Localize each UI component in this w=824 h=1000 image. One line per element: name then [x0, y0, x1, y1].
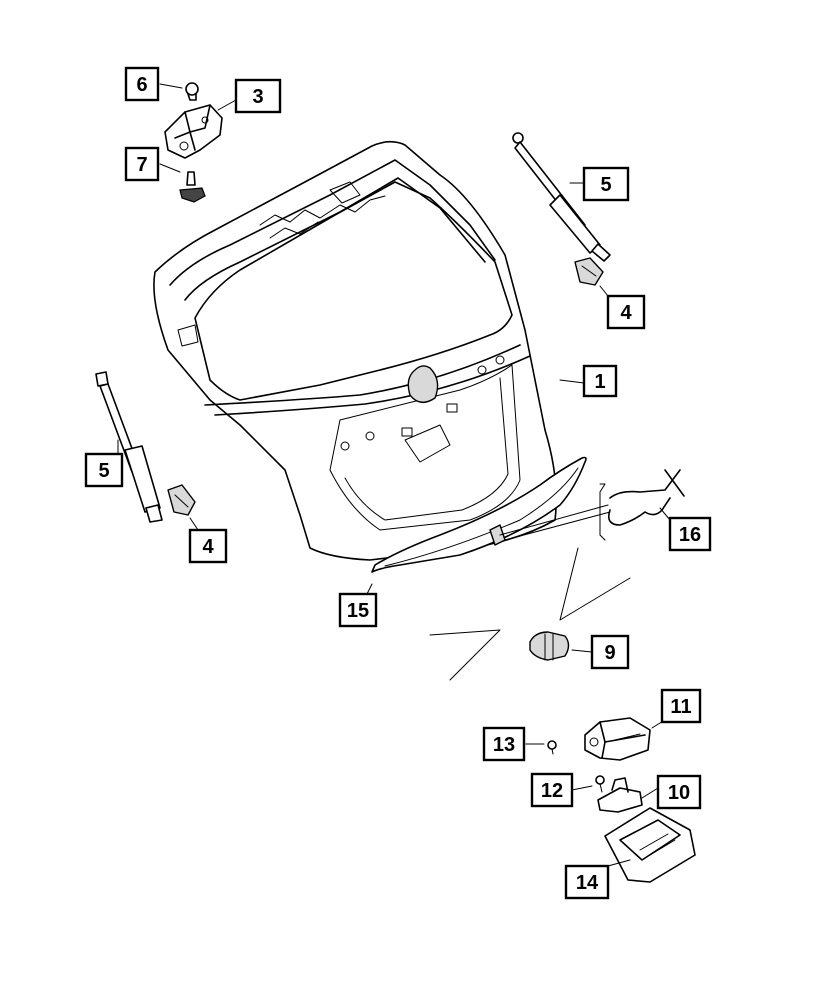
callout-label: 4: [202, 536, 214, 558]
callout-1: 1: [582, 364, 618, 398]
callout-15: 15: [338, 592, 378, 628]
release-switch: [529, 631, 570, 661]
nameplate-badge: [499, 469, 685, 541]
callout-label: 15: [347, 600, 369, 622]
callout-9: 9: [590, 634, 630, 670]
callout-5-right: 5: [582, 166, 630, 202]
callout-label: 5: [600, 174, 611, 196]
nut-part: [179, 171, 206, 203]
striker-part: [597, 777, 643, 813]
gas-strut-right: [512, 132, 611, 262]
gas-strut-left: [95, 371, 163, 523]
callout-4-left: 4: [188, 528, 228, 564]
callout-12: 12: [530, 772, 574, 808]
latch-assembly: [584, 717, 651, 761]
callout-3: 3: [234, 78, 282, 114]
callout-5-left: 5: [84, 452, 124, 488]
callout-13: 13: [482, 726, 526, 762]
strut-bracket-left: [167, 484, 196, 516]
callout-label: 9: [604, 642, 615, 664]
callout-label: 1: [594, 371, 605, 393]
callout-11: 11: [660, 688, 702, 724]
latch-cover: [604, 807, 696, 883]
callout-label: 3: [252, 86, 263, 108]
callout-4-right: 4: [606, 294, 646, 330]
screw-part: [547, 740, 557, 755]
hinge-part: [164, 104, 223, 159]
strut-bracket-right: [574, 257, 604, 286]
callout-label: 10: [668, 782, 690, 804]
callout-label: 13: [493, 734, 515, 756]
leader-lines: [117, 83, 671, 867]
callout-label: 11: [670, 696, 691, 718]
bolt-part: [185, 82, 199, 101]
callout-7: 7: [124, 146, 160, 182]
callout-label: 14: [576, 872, 599, 894]
tail-light-strip: [371, 456, 587, 573]
callout-label: 4: [620, 302, 632, 324]
callout-label: 6: [136, 74, 147, 96]
callout-label: 16: [679, 524, 701, 546]
callout-label: 12: [541, 780, 563, 802]
cutaway-lines: [429, 547, 631, 681]
bolt-small-part: [595, 775, 605, 793]
callout-14: 14: [564, 864, 610, 900]
callout-6: 6: [124, 66, 160, 102]
callout-label: 5: [98, 460, 109, 482]
callout-10: 10: [656, 774, 702, 810]
callout-16: 16: [668, 516, 712, 552]
liftgate-panel: [153, 140, 558, 561]
callout-label: 7: [136, 154, 147, 176]
